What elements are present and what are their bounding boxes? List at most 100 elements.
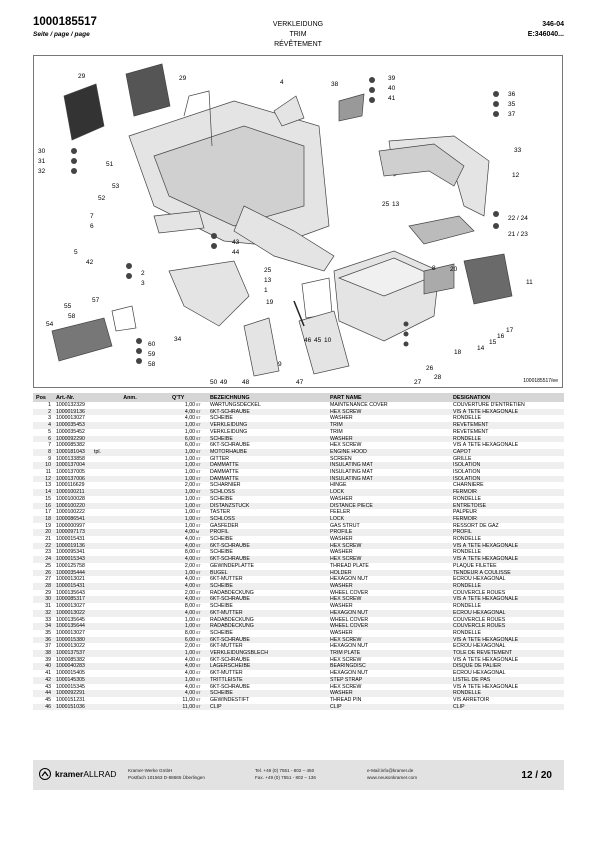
cell-en: MAINTENANCE COVER bbox=[330, 402, 388, 408]
cell-pos: 11 bbox=[45, 469, 51, 476]
cell-anm bbox=[91, 462, 169, 470]
callout-label: 31 bbox=[38, 158, 46, 165]
cell-en: WASHER bbox=[330, 629, 353, 636]
col-en: PART NAME bbox=[327, 393, 450, 402]
cell-de: 6KT-MUTTER bbox=[210, 576, 243, 583]
cell-fr: VIS À TÊTE HEXAGONALE bbox=[453, 442, 519, 449]
cell-en: WASHER bbox=[327, 690, 450, 697]
cell-fr: ÉCROU HEXAGONAL bbox=[453, 670, 506, 677]
cell-pos: 21 bbox=[45, 536, 51, 543]
cell-qty: 11,00 bbox=[169, 703, 195, 711]
cell-de: GITTER bbox=[210, 455, 230, 462]
cell-en: INSULATING MAT bbox=[330, 469, 373, 476]
cell-qty: 1,00 bbox=[184, 522, 195, 529]
cell-art: 1000000997 bbox=[56, 522, 85, 529]
cell-de: VERKLEIDUNGSBLECH bbox=[207, 650, 327, 657]
cell-fr: CLIP bbox=[450, 703, 564, 711]
cell-qty: 8,00 bbox=[184, 603, 195, 610]
cell-anm bbox=[91, 422, 169, 429]
callout-label: 4 bbox=[280, 79, 284, 86]
cell-de: SCHLOSS bbox=[207, 515, 327, 523]
cell-qty: 4,00 bbox=[169, 408, 195, 416]
callout-label: 19 bbox=[266, 299, 274, 306]
callout-label: 58 bbox=[148, 361, 156, 368]
cell-en: WHEEL COVER bbox=[330, 616, 369, 623]
cell-pos: 26 bbox=[33, 569, 53, 577]
cell-qty: 1,00 bbox=[169, 569, 195, 577]
cell-de: 6KT-MUTTER bbox=[207, 609, 327, 617]
cell-fr: FERMOIR bbox=[450, 515, 564, 523]
cell-qty: 4,00 bbox=[169, 556, 195, 563]
cell-en: HEXAGON NUT bbox=[327, 609, 450, 617]
cell-en: WASHER bbox=[327, 582, 450, 590]
cell-art: 1000019136 bbox=[53, 408, 91, 416]
cell-fr: VIS À TÊTE HEXAGONALE bbox=[453, 656, 519, 663]
callout-label: 39 bbox=[388, 75, 396, 82]
company-name: Kramer-Werke GmbH bbox=[128, 768, 173, 773]
cell-en: SCREEN bbox=[330, 455, 352, 462]
cell-en: PROFILE bbox=[327, 529, 450, 537]
cell-unit: ST bbox=[195, 422, 207, 429]
cell-de: GEWINDEPLATTE bbox=[210, 562, 255, 569]
cell-unit: ST bbox=[195, 636, 207, 644]
cell-unit: ST bbox=[195, 690, 207, 697]
cell-qty: 4,00 bbox=[184, 576, 195, 583]
cell-de: WARTUNGSDECKEL bbox=[210, 402, 261, 408]
cell-unit: ST bbox=[195, 596, 207, 604]
callout-label: 21 / 23 bbox=[508, 231, 528, 238]
cell-unit: ST bbox=[196, 644, 201, 649]
cell-art: 1000137006 bbox=[53, 475, 91, 483]
page-label: Seite / page / page bbox=[33, 31, 90, 38]
cell-fr: VIS À TÊTE HEXAGONALE bbox=[450, 556, 564, 563]
cell-de: DÄMMATTE bbox=[207, 475, 327, 483]
cell-anm bbox=[91, 563, 169, 570]
cell-pos: 41 bbox=[45, 670, 51, 677]
cell-pos: 17 bbox=[45, 509, 51, 516]
cell-de: 6KT-SCHRAUBE bbox=[210, 656, 250, 663]
cell-qty: 2,00 bbox=[184, 562, 195, 569]
callout-label: 41 bbox=[388, 95, 396, 102]
cell-fr: COUVERCLE ROUES bbox=[453, 616, 506, 623]
cell-art: 1000013027 bbox=[56, 629, 85, 636]
cell-en: HEX SCREW bbox=[327, 596, 450, 604]
company-contact: e-Mail:info@kramer.de www.neusonkramer.c… bbox=[367, 768, 417, 781]
cell-de: DÄMMATTE bbox=[207, 462, 327, 470]
cell-qty: 4,00 bbox=[169, 582, 195, 590]
cell-anm bbox=[91, 676, 169, 684]
cell-art: 1000015405 bbox=[56, 670, 85, 677]
cell-qty: 1,00 bbox=[169, 448, 195, 456]
cell-de: SCHEIBE bbox=[210, 629, 233, 636]
drawing-code: 1000185517/ee bbox=[523, 378, 558, 384]
cell-fr: COUVERCLE ROUES bbox=[450, 623, 564, 630]
callout-label: 15 bbox=[489, 339, 497, 346]
cell-art: 1000040283 bbox=[53, 663, 91, 671]
cell-pos: 10 bbox=[33, 462, 53, 470]
website-link[interactable]: www.neusonkramer.com bbox=[367, 774, 418, 780]
email-link[interactable]: e-Mail:info@kramer.de bbox=[367, 768, 414, 773]
cell-unit: ST bbox=[195, 623, 207, 630]
cell-anm bbox=[91, 502, 169, 510]
cell-art: 1000145305 bbox=[53, 676, 91, 684]
callout-label: 10 bbox=[324, 337, 332, 344]
cell-pos: 9 bbox=[48, 455, 51, 462]
cell-art: 1000035453 bbox=[53, 422, 91, 429]
cell-qty: 6,00 bbox=[169, 435, 195, 443]
cell-pos: 12 bbox=[33, 475, 53, 483]
cell-unit: ST bbox=[196, 456, 201, 461]
cell-art: 1000013022 bbox=[53, 609, 91, 617]
cell-art: 1000133858 bbox=[56, 455, 85, 462]
cell-anm bbox=[91, 630, 169, 637]
cell-art: 1000100028 bbox=[56, 495, 85, 502]
cell-de: SCHEIBE bbox=[210, 549, 233, 556]
cell-art: 1000135645 bbox=[56, 616, 85, 623]
cell-fr: RONDELLE bbox=[450, 690, 564, 697]
